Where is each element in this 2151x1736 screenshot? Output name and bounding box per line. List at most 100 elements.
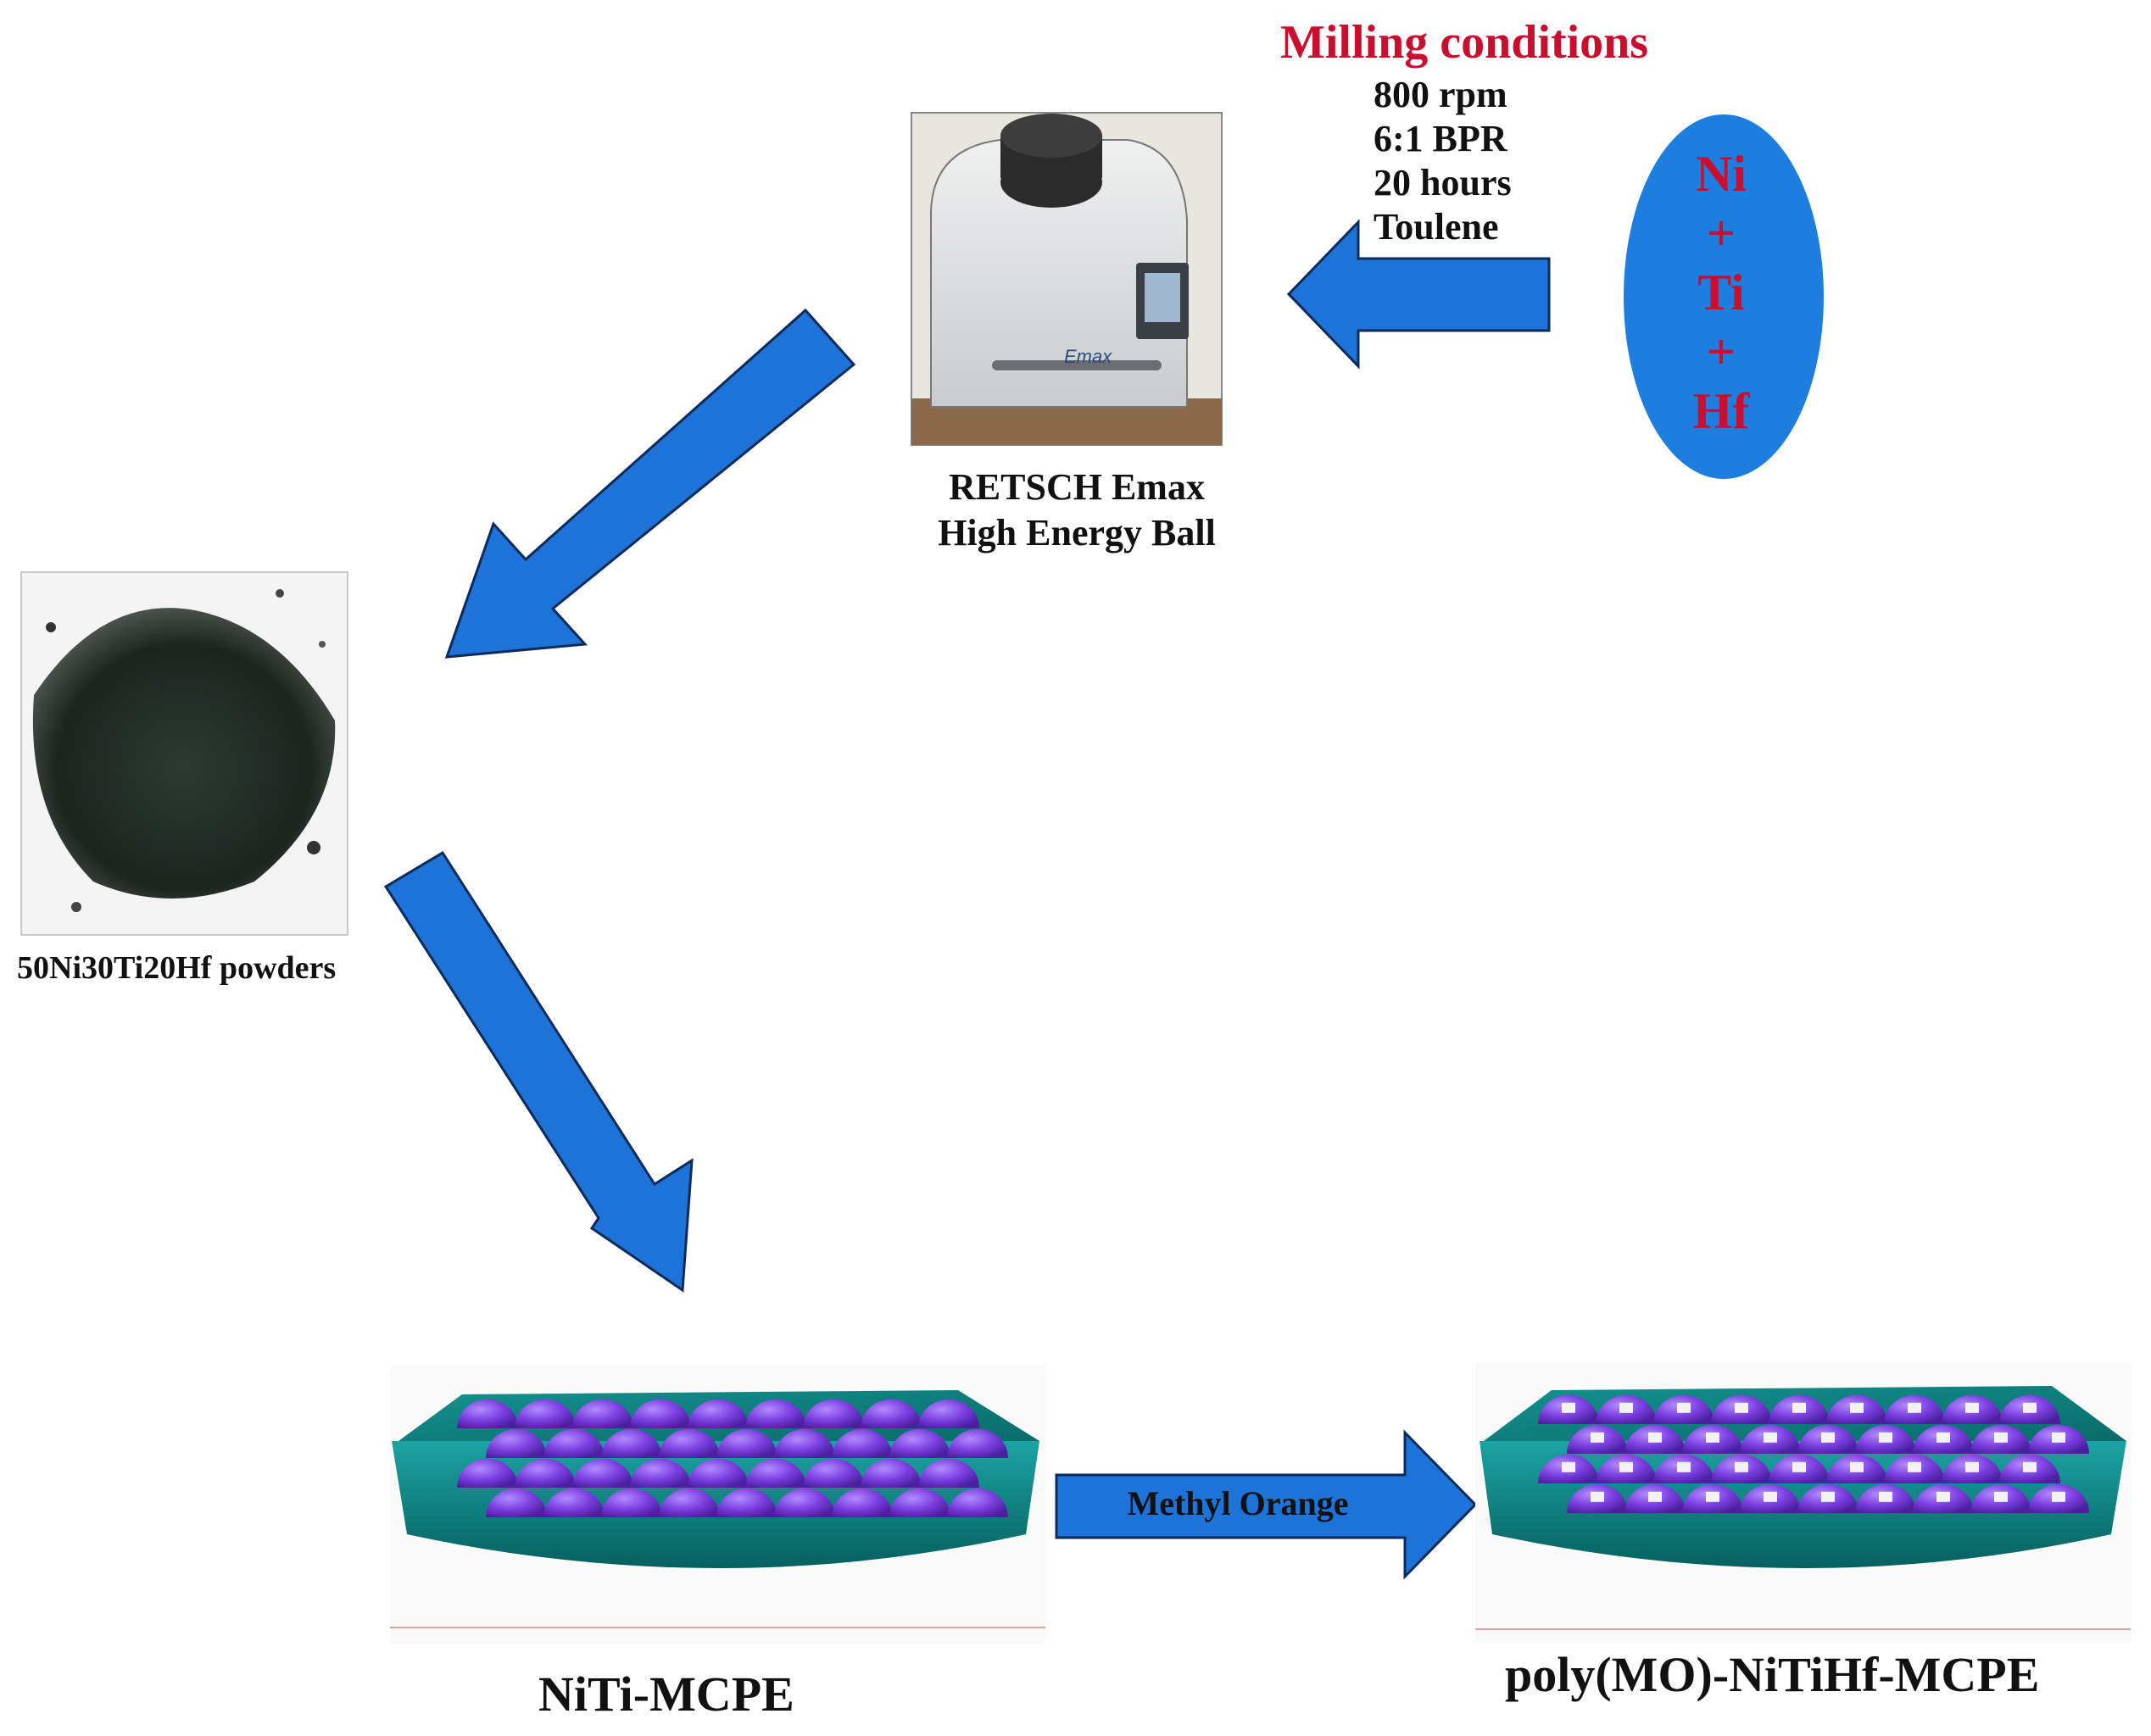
mill-brand-text: Emax	[1064, 346, 1112, 367]
polymer-spot	[1619, 1402, 1633, 1413]
polymer-spot	[1764, 1491, 1777, 1502]
electrode-sphere	[601, 1488, 662, 1517]
arrow-to-powder	[444, 308, 856, 659]
elements-label: Ni + Ti + Hf	[1636, 144, 1806, 441]
polymer-spot	[1994, 1432, 2008, 1443]
electrode-sphere	[774, 1428, 835, 1458]
electrode-sphere	[688, 1399, 749, 1428]
polymer-spot	[1562, 1402, 1575, 1413]
electrode-sphere	[457, 1458, 518, 1488]
electrode-sphere	[630, 1458, 691, 1488]
polymer-spot	[1706, 1432, 1719, 1443]
polymer-spot	[1965, 1402, 1979, 1413]
arrow-methyl-orange	[1055, 1429, 1478, 1580]
polymer-spot	[1821, 1432, 1835, 1443]
electrode-sphere	[889, 1488, 950, 1517]
condition-bpr: 6:1 BPR	[1374, 118, 1507, 159]
condition-speed: 800 rpm	[1374, 74, 1507, 115]
polymer-spot	[1648, 1432, 1662, 1443]
element-plus-2: +	[1706, 324, 1736, 380]
polymer-spot	[2023, 1461, 2037, 1472]
arrow-to-electrode	[383, 850, 694, 1293]
electrode-sphere	[947, 1488, 1008, 1517]
electrode-sphere	[659, 1428, 720, 1458]
polymer-spot	[1706, 1491, 1719, 1502]
polymer-spot	[1735, 1461, 1748, 1472]
arrow-to-mill	[1286, 219, 1551, 370]
polymer-spot	[1562, 1461, 1575, 1472]
electrode-sphere	[716, 1488, 777, 1517]
polymer-spot	[1850, 1402, 1864, 1413]
electrode-sphere	[918, 1458, 979, 1488]
ball-mill-caption-line-2: High Energy Ball	[938, 512, 1216, 554]
electrode-sphere	[803, 1399, 864, 1428]
electrode-sphere	[515, 1458, 576, 1488]
electrode-sphere	[543, 1428, 605, 1458]
condition-solvent: Toulene	[1374, 206, 1499, 248]
element-hf: Hf	[1692, 383, 1750, 439]
polymer-spot	[1648, 1491, 1662, 1502]
electrode-sphere	[688, 1458, 749, 1488]
electrode-sphere	[861, 1458, 922, 1488]
polymer-spot	[1879, 1491, 1892, 1502]
condition-time: 20 hours	[1374, 162, 1512, 203]
niti-mcpe-electrode	[390, 1365, 1045, 1644]
polymer-spot	[1965, 1461, 1979, 1472]
electrode-sphere	[572, 1399, 633, 1428]
electrode-sphere	[601, 1428, 662, 1458]
polymer-spot	[1677, 1461, 1691, 1472]
electrode-sphere	[745, 1458, 806, 1488]
milling-conditions-list: 800 rpm 6:1 BPR 20 hours Toulene	[1374, 73, 1512, 249]
electrode-sphere	[659, 1488, 720, 1517]
electrode-sphere	[889, 1428, 950, 1458]
polymer-spot	[2052, 1432, 2065, 1443]
electrode-sphere	[716, 1428, 777, 1458]
electrode-sphere	[457, 1399, 518, 1428]
polymer-spot	[1735, 1402, 1748, 1413]
electrode-sphere	[486, 1488, 547, 1517]
electrode-sphere	[861, 1399, 922, 1428]
electrode-sphere	[543, 1488, 605, 1517]
polymer-spot	[1936, 1491, 1950, 1502]
electrode-sphere	[745, 1399, 806, 1428]
electrode-sphere	[803, 1458, 864, 1488]
element-ti: Ti	[1697, 264, 1745, 320]
ball-mill-caption-line-1: RETSCH Emax	[949, 466, 1205, 508]
polymer-spot	[1764, 1432, 1777, 1443]
electrode-sphere	[774, 1488, 835, 1517]
ball-mill-caption: RETSCH Emax High Energy Ball	[899, 465, 1255, 556]
polymer-spot	[1591, 1491, 1604, 1502]
element-plus-1: +	[1706, 205, 1736, 261]
polymer-spot	[1591, 1432, 1604, 1443]
polymer-spot	[1994, 1491, 2008, 1502]
electrode-sphere	[515, 1399, 576, 1428]
milling-conditions-title: Milling conditions	[1280, 16, 1649, 69]
electrode-sphere	[947, 1428, 1008, 1458]
powder-caption: 50Ni30Ti20Hf powders	[17, 950, 337, 986]
electrode-sphere	[486, 1428, 547, 1458]
polymer-spot	[1821, 1491, 1835, 1502]
polymer-spot	[1792, 1461, 1806, 1472]
polymer-spot	[1879, 1432, 1892, 1443]
electrode-sphere	[832, 1488, 893, 1517]
ball-mill-photo: Emax	[911, 112, 1223, 446]
poly-mcpe-caption: poly(MO)-NiTiHf-MCPE	[1505, 1647, 2040, 1702]
electrode-sphere	[832, 1428, 893, 1458]
niti-mcpe-caption: NiTi-MCPE	[538, 1666, 794, 1722]
powder-photo	[20, 571, 348, 936]
polymer-spot	[1850, 1461, 1864, 1472]
polymer-spot	[1908, 1402, 1921, 1413]
polymer-spot	[2052, 1491, 2065, 1502]
methyl-orange-label: Methyl Orange	[1127, 1484, 1349, 1522]
electrode-sphere	[572, 1458, 633, 1488]
electrode-sphere	[630, 1399, 691, 1428]
poly-mcpe-electrode	[1475, 1363, 2131, 1643]
polymer-spot	[1619, 1461, 1633, 1472]
element-ni: Ni	[1696, 146, 1747, 202]
polymer-spot	[2023, 1402, 2037, 1413]
polymer-spot	[1792, 1402, 1806, 1413]
electrode-sphere	[918, 1399, 979, 1428]
elements-ellipse	[1624, 114, 1824, 479]
polymer-spot	[1908, 1461, 1921, 1472]
